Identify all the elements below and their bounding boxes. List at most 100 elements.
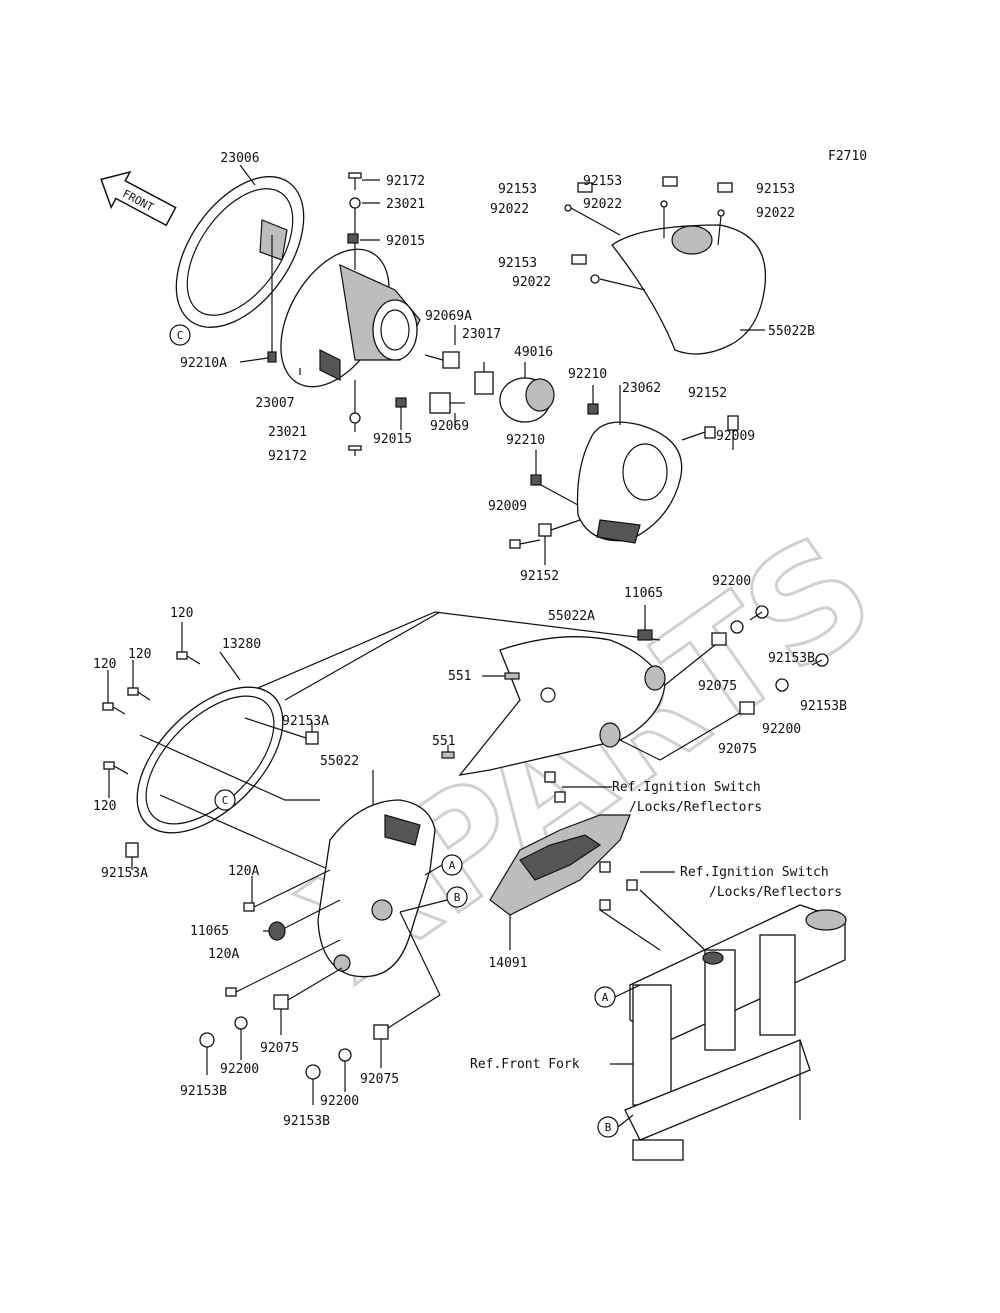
label-92075-b: 92075	[718, 742, 757, 757]
bolt-120-a	[176, 651, 201, 665]
label-120-a: 120	[170, 606, 193, 621]
label-13280: 13280	[222, 637, 261, 652]
bulb-92069A	[424, 351, 460, 369]
socket-23017	[474, 362, 494, 395]
svg-text:A: A	[449, 859, 456, 872]
label-92153-c: 92153	[756, 182, 795, 197]
bolt-120-b	[127, 687, 151, 701]
label-23021-bottom: 23021	[268, 425, 307, 440]
ref-ignition-1a: Ref.Ignition Switch	[612, 780, 761, 795]
label-92075-d: 92075	[360, 1072, 399, 1087]
label-55022: 55022	[320, 754, 359, 769]
label-92210-b: 92210	[506, 433, 545, 448]
label-55022A: 55022A	[548, 609, 595, 624]
bolt-92153B-a	[749, 605, 769, 621]
figure-code: F2710	[828, 149, 867, 164]
label-92153B-a: 92153B	[768, 651, 815, 666]
ref-ignition-2b: /Locks/Reflectors	[709, 885, 842, 900]
label-92210A: 92210A	[180, 356, 227, 371]
housing-23062	[576, 421, 683, 544]
label-92153B-d: 92153B	[283, 1114, 330, 1129]
washer-stack-left	[199, 967, 343, 1075]
clip-92210A	[267, 351, 277, 363]
label-92069A: 92069A	[425, 309, 472, 324]
label-92153-b: 92153	[583, 174, 622, 189]
label-92153A-b: 92153A	[101, 866, 148, 881]
clip-92015-top	[347, 233, 359, 244]
bolt-92172-top	[348, 172, 362, 190]
label-92015-bottom: 92015	[373, 432, 412, 447]
label-23062: 23062	[622, 381, 661, 396]
washer-92022-d	[590, 274, 600, 284]
label-92200-a: 92200	[712, 574, 751, 589]
label-23017: 23017	[462, 327, 501, 342]
label-23007: 23007	[255, 396, 294, 411]
bolt-120-d	[103, 761, 129, 775]
bolt-ignition-a	[544, 771, 566, 803]
label-92153-d: 92153	[498, 256, 537, 271]
label-92075-a: 92075	[698, 679, 737, 694]
grommet-92075-a	[711, 632, 727, 646]
label-92069: 92069	[430, 419, 469, 434]
svg-text:B: B	[605, 1121, 612, 1134]
bolt-92153-c	[717, 182, 733, 193]
label-92022-c: 92022	[756, 206, 795, 221]
label-92015-top: 92015	[386, 234, 425, 249]
bolt-92153-b	[662, 176, 678, 187]
ref-front-fork: Ref.Front Fork	[470, 1057, 580, 1072]
label-120-b: 120	[128, 647, 151, 662]
label-92022-b: 92022	[583, 197, 622, 212]
bracket-55022	[317, 799, 436, 978]
front-arrow-icon: FRONT	[100, 170, 177, 227]
label-92153A-a: 92153A	[282, 714, 329, 729]
svg-text:A: A	[602, 991, 609, 1004]
label-92009-b: 92009	[488, 499, 527, 514]
clip-92015-bottom	[395, 397, 407, 408]
label-120A-b: 120A	[208, 947, 239, 962]
bolt-120-c	[102, 702, 126, 715]
marker-c-top	[169, 324, 191, 346]
ref-ignition-1b: /Locks/Reflectors	[629, 800, 762, 815]
label-92152-a: 92152	[688, 386, 727, 401]
nut-23021-bottom	[349, 412, 361, 424]
label-11065-b: 11065	[190, 924, 229, 939]
label-120A-a: 120A	[228, 864, 259, 879]
bolt-92172-bottom	[348, 445, 362, 456]
washer-92022-a	[564, 204, 572, 212]
grommet-92075-b	[739, 701, 755, 715]
bolt-120A-b	[225, 939, 341, 997]
grommet-11065-a	[637, 629, 653, 641]
label-92022-a: 92022	[490, 202, 529, 217]
marker-c-bottom	[214, 789, 236, 811]
label-92153-a: 92153	[498, 182, 537, 197]
label-14091: 14091	[488, 956, 527, 971]
label-92210-a: 92210	[568, 367, 607, 382]
label-92153B-b: 92153B	[800, 699, 847, 714]
washer-92022-b	[660, 200, 668, 208]
bushing-92152-a	[704, 426, 716, 439]
washer-92200-a	[730, 620, 744, 634]
svg-text:B: B	[454, 891, 461, 904]
label-92200-b: 92200	[762, 722, 801, 737]
grommet-92075-c	[273, 994, 289, 1010]
label-92200-d: 92200	[320, 1094, 359, 1109]
label-55022B: 55022B	[768, 324, 815, 339]
label-551-b: 551	[432, 734, 455, 749]
washer-stack-right	[305, 994, 441, 1105]
pin-551-b	[441, 751, 455, 759]
label-92022-d: 92022	[512, 275, 551, 290]
bolt-ignition-b	[599, 861, 638, 911]
label-551-a: 551	[448, 669, 471, 684]
grommet-92075-d	[373, 1024, 389, 1040]
grommet-11065-b	[268, 921, 286, 941]
bolt-92153B-c	[199, 1032, 215, 1048]
bulb-92069	[429, 392, 465, 414]
label-120-c: 120	[93, 657, 116, 672]
bracket-14091	[489, 814, 631, 916]
label-92172-top: 92172	[386, 174, 425, 189]
headlight-housing-23007	[280, 248, 421, 388]
bolt-92153B-d	[305, 1064, 321, 1080]
washer-92200-b	[775, 678, 789, 692]
